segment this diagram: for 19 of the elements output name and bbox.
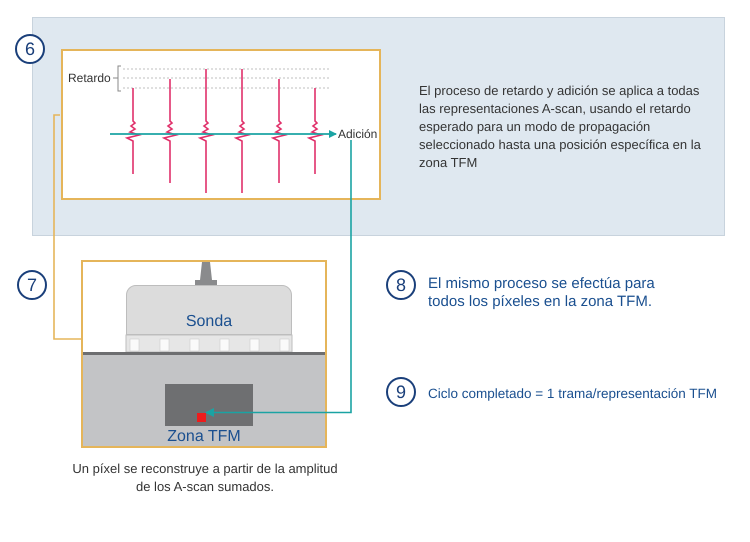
connector-line [205, 140, 352, 417]
step-number: 8 [386, 270, 416, 300]
zone-label: Zona TFM [166, 427, 242, 447]
step-number: 9 [386, 377, 416, 407]
sum-label: Adición [338, 126, 378, 143]
probe-label: Sonda [184, 312, 234, 332]
caption-text: Un píxel se reconstruye a partir de la amplitud de los A-scan sumados. [71, 460, 339, 496]
signal-box [61, 49, 381, 200]
material-block [83, 352, 325, 446]
probe-body [126, 285, 292, 335]
step-text: El mismo proceso se efectúa para todos los píxeles en la zona TFM. [428, 275, 656, 311]
step-number: 6 [15, 34, 45, 64]
pixel-square [197, 413, 206, 422]
description-text: El proceso de retardo y adición se aplica a todas las representaciones A-scan, usando el retardo esperado para un modo de propagación seleccionado hasta una posición específica en la zona TFM [419, 82, 702, 172]
tfm-zone [165, 384, 253, 426]
step-number: 7 [17, 270, 47, 300]
connector-line [53, 114, 81, 340]
step-text: Ciclo completado = 1 trama/representación TFM [428, 385, 718, 403]
delay-label: Retardo [68, 70, 111, 87]
